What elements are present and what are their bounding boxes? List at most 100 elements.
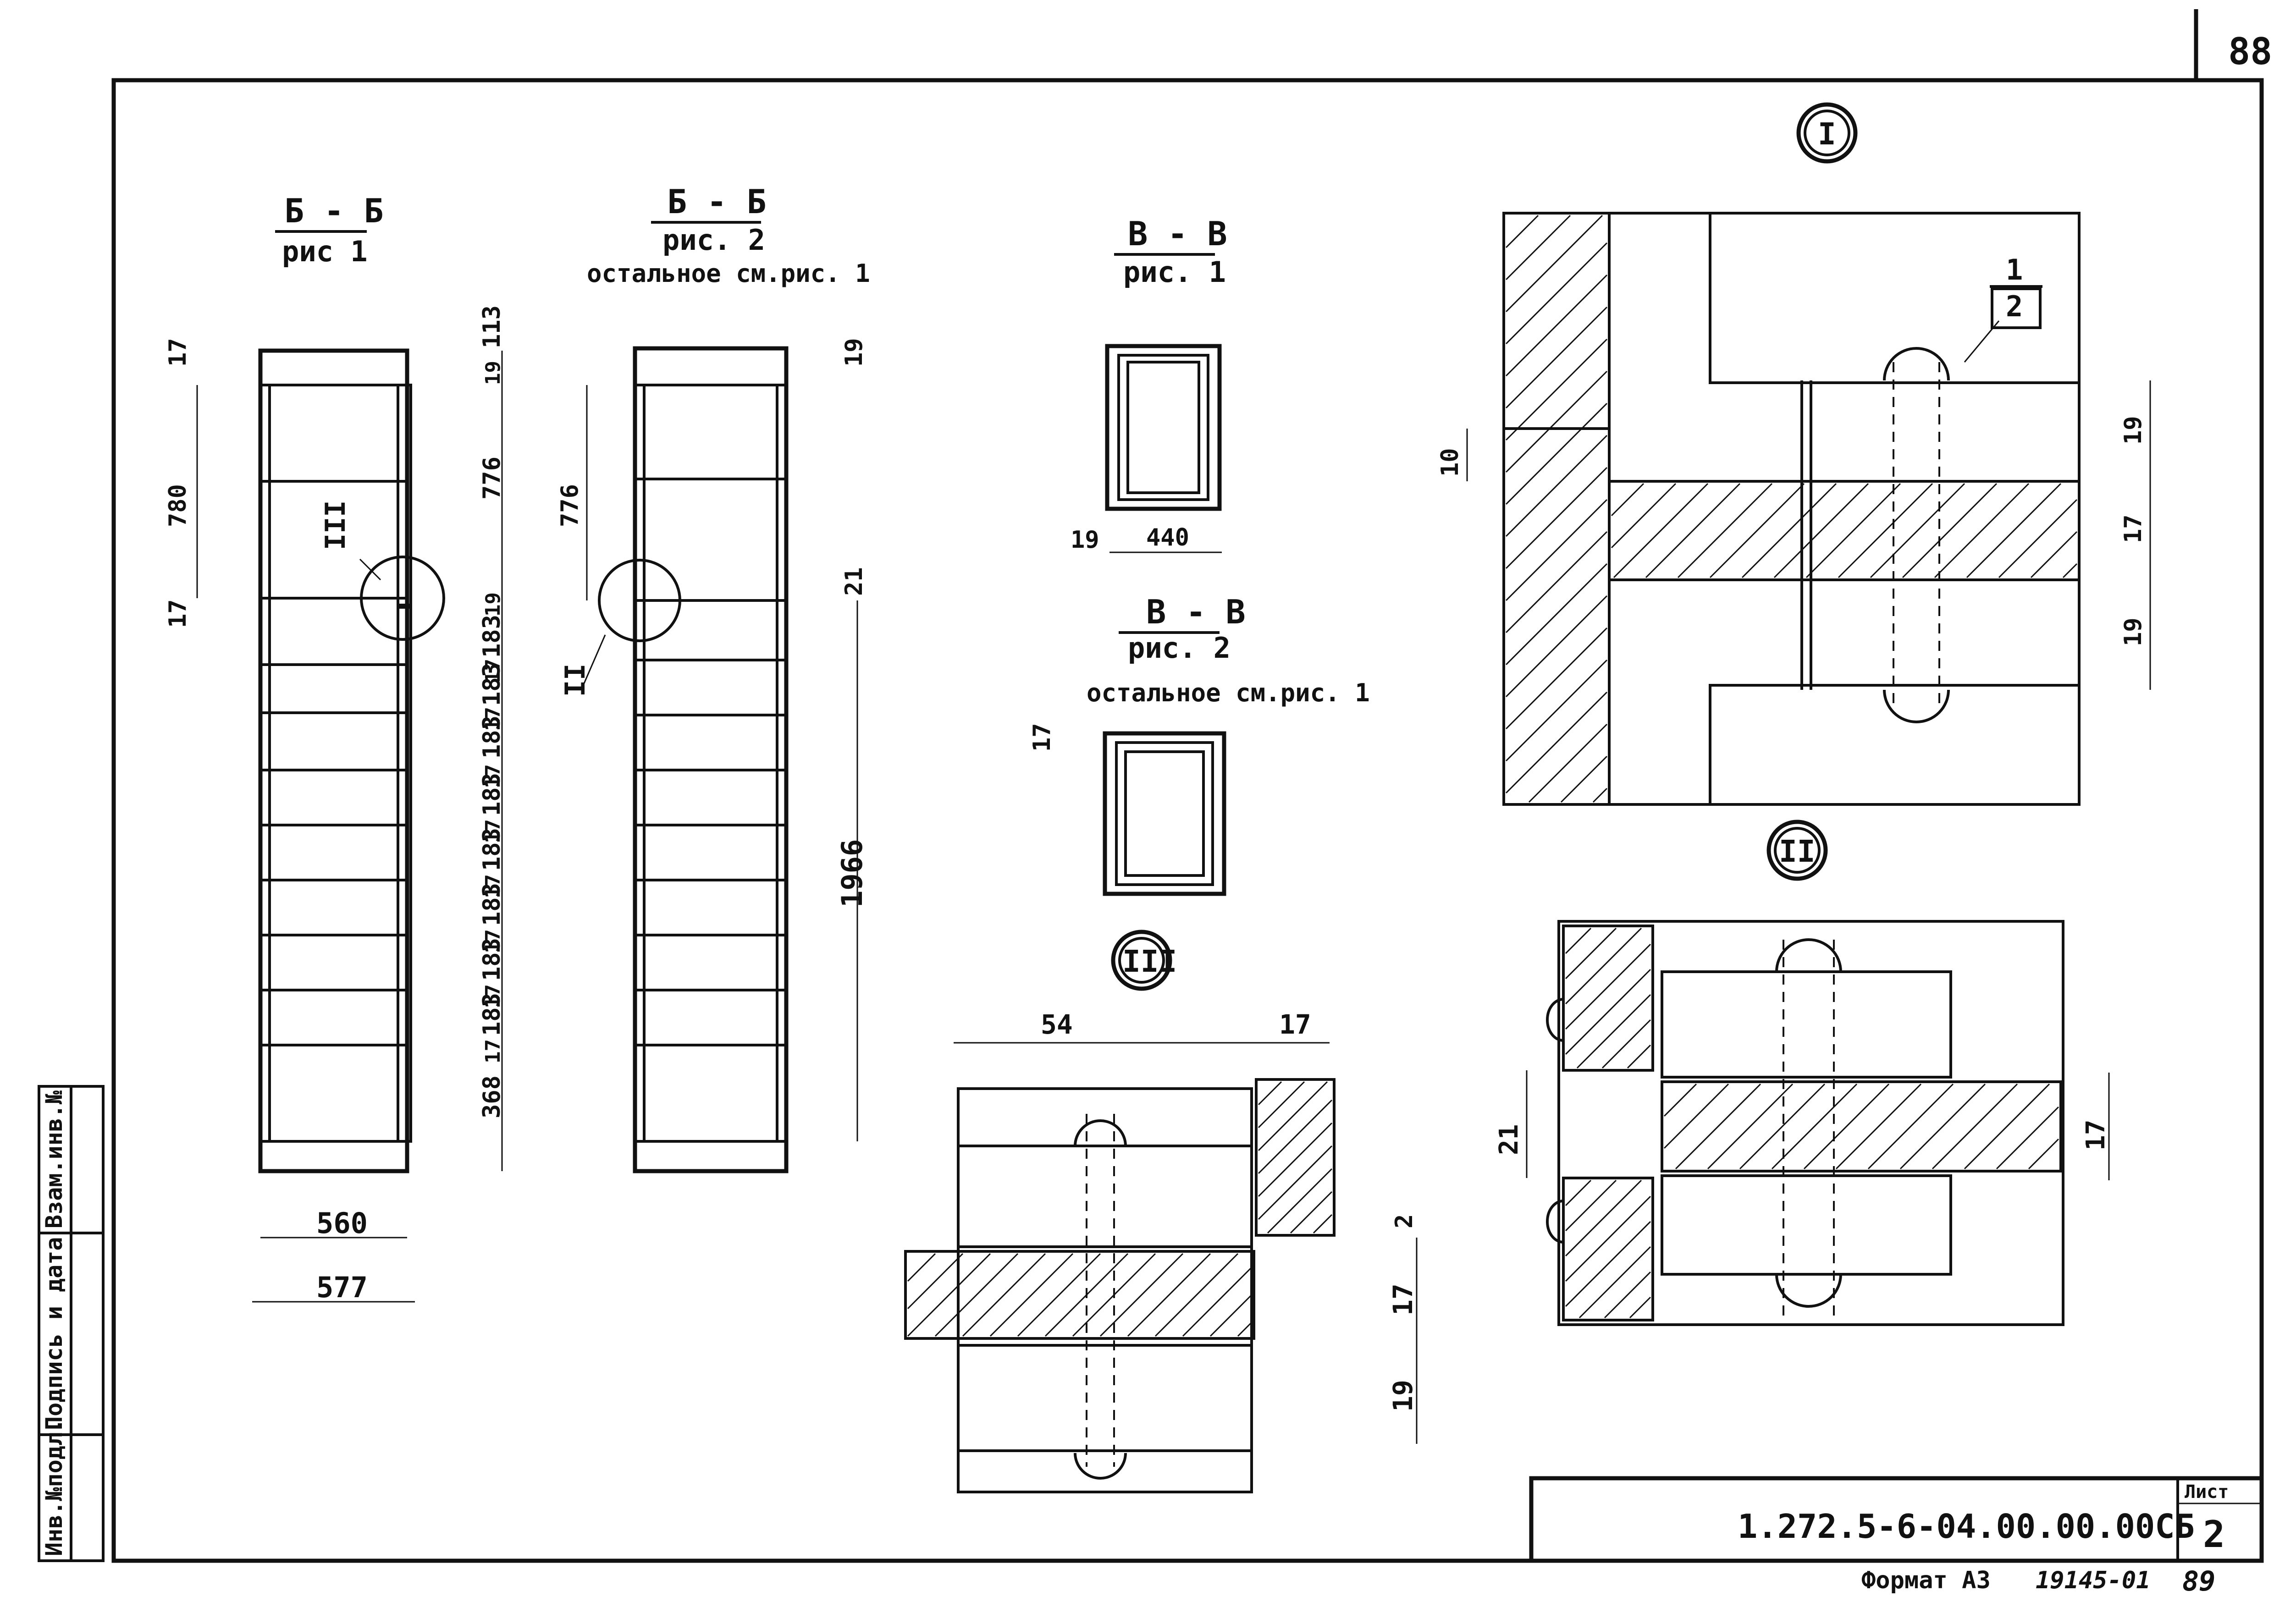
hatch-line: [1771, 1083, 1858, 1170]
bb2-outline: [633, 346, 789, 1173]
vv2-dim-0: 17: [1028, 723, 1056, 752]
hatch-line: [1505, 627, 1608, 730]
hatch-line: [907, 1253, 936, 1282]
hatch-line: [1505, 215, 1571, 281]
bb2-dim-1: 19: [840, 338, 868, 367]
hatch-line: [1902, 483, 1998, 578]
hatch-line: [1209, 1294, 1253, 1337]
hatch-line: [1258, 1081, 1328, 1151]
detail-II: II 21 17: [1494, 820, 2111, 1326]
detI-dim-1: 19: [2119, 416, 2147, 445]
hatch-line: [1627, 1044, 1651, 1069]
bb1-dim-right-16: 183: [478, 938, 506, 981]
bb1-dim-left-0: 17: [164, 338, 192, 367]
bb1-dim-right-12: 183: [478, 828, 506, 871]
bb1-dim-right-19: 17: [481, 1039, 505, 1063]
hatch-line: [1044, 1253, 1129, 1337]
bb1-subtitle: рис 1: [282, 235, 368, 268]
hatch-line: [1290, 1191, 1333, 1234]
bb1-dim-right-0: 113: [478, 305, 506, 348]
hatch-line: [1017, 1253, 1101, 1337]
hatch-line: [1182, 1266, 1253, 1337]
hatch-line: [1505, 531, 1608, 633]
hatch-line: [1072, 1253, 1156, 1337]
detII-dim-0: 21: [1494, 1124, 1524, 1155]
hatch-line: [1565, 927, 1592, 954]
bb2-dim-3: 1966: [835, 839, 869, 908]
hatch-line: [1803, 1083, 1890, 1170]
detII-dim-1: 17: [2081, 1120, 2111, 1151]
bb1-detail-circle: [360, 556, 445, 641]
hatch-line: [1099, 1253, 1184, 1337]
hatch-line: [1505, 595, 1608, 698]
bb1-dim-right-18: 183: [478, 993, 506, 1036]
detIII-dim-1: 17: [1279, 1009, 1311, 1040]
hatch-line: [1613, 483, 1709, 578]
hatch-line: [962, 1253, 1046, 1337]
hatch-line: [1645, 483, 1741, 578]
hatch-line: [2028, 1138, 2059, 1170]
vv2-title: В - В: [1146, 593, 1246, 631]
bb1-dim-right-14: 183: [478, 883, 506, 926]
detI-dim-3: 19: [2119, 617, 2147, 646]
hatch-line: [1835, 1083, 1922, 1170]
hatch-line: [1258, 1081, 1305, 1129]
bb1-dim-left-1: 780: [164, 484, 192, 527]
hatch-line: [1505, 215, 1539, 248]
hatch-line: [1709, 483, 1805, 578]
hatch-line: [1505, 215, 1603, 313]
bb1-dim-right-10: 183: [478, 773, 506, 816]
bb1-dim-right-1: 19: [481, 361, 505, 385]
detI-dim-0: 10: [1436, 448, 1464, 477]
format-label: Формат А3: [1861, 1567, 1991, 1594]
bb1-dim-right-13: 17: [481, 874, 505, 898]
stamp-vzam-inv: Взам.инв.№: [41, 1090, 67, 1228]
hatch-line: [1127, 1253, 1211, 1337]
stamp-inv-podl: Инв.№подл.: [41, 1418, 67, 1556]
hatch-line: [1611, 483, 1677, 549]
hatch-line: [1154, 1253, 1239, 1337]
hatch-line: [1966, 483, 2062, 578]
vv1-subtitle: рис. 1: [1123, 255, 1226, 289]
bb1-dim-left-2: 17: [164, 599, 192, 628]
hatch-line: [1601, 1019, 1651, 1069]
hatch-line: [1258, 1099, 1333, 1174]
hatch-line: [1258, 1081, 1282, 1106]
hatch-line: [1565, 1221, 1651, 1307]
hatch-line: [1867, 1083, 1954, 1170]
vv2-note: остальное см.рис. 1: [1087, 678, 1370, 707]
hatch-line: [1505, 274, 1608, 377]
hatch-line: [1505, 563, 1608, 666]
bb2-dim-0: 776: [556, 484, 584, 527]
hatch-line: [1629, 1296, 1651, 1319]
sheet-label: Лист: [2185, 1481, 2229, 1503]
bb1-dim-right-8: 183: [478, 716, 506, 759]
detIII-callout: III: [1122, 944, 1177, 979]
view-vv2: В - В рис. 2 остальное см.рис. 1 17: [1028, 593, 1370, 896]
bb1-callout-III: III: [320, 501, 352, 550]
sheet-number: 2: [2203, 1513, 2225, 1556]
detIII-dim-0: 54: [1041, 1009, 1073, 1040]
hatch-line: [2062, 563, 2078, 578]
detI-dim-2: 17: [2119, 514, 2147, 543]
bb1-dim-right-17: 17: [481, 984, 505, 1008]
bb1-dim-right-4: 183: [478, 615, 506, 658]
detI-part-num: 1: [2006, 253, 2023, 286]
bb2-title: Б - Б: [667, 182, 767, 221]
hatch-line: [1505, 338, 1608, 441]
hatch-line: [1505, 659, 1608, 762]
hatch-line: [989, 1253, 1074, 1337]
bb1-dim-right-11: 17: [481, 819, 505, 843]
detII-callout: II: [1779, 834, 1815, 869]
hatch-line: [1565, 943, 1651, 1030]
bb2-dim-2: 21: [840, 567, 868, 596]
hatch-line: [1773, 483, 1869, 578]
hatch-line: [1675, 1083, 1761, 1170]
detIII-dim-4: 19: [1387, 1380, 1418, 1412]
detail-III: III 54 17 2 17 19: [904, 930, 1418, 1493]
bb1-dim-bottom-0: 560: [316, 1206, 368, 1240]
hatch-line: [1565, 927, 1617, 980]
hatch-line: [1505, 306, 1608, 409]
hatch-line: [1838, 483, 1933, 578]
detI-callout: I: [1818, 116, 1836, 152]
